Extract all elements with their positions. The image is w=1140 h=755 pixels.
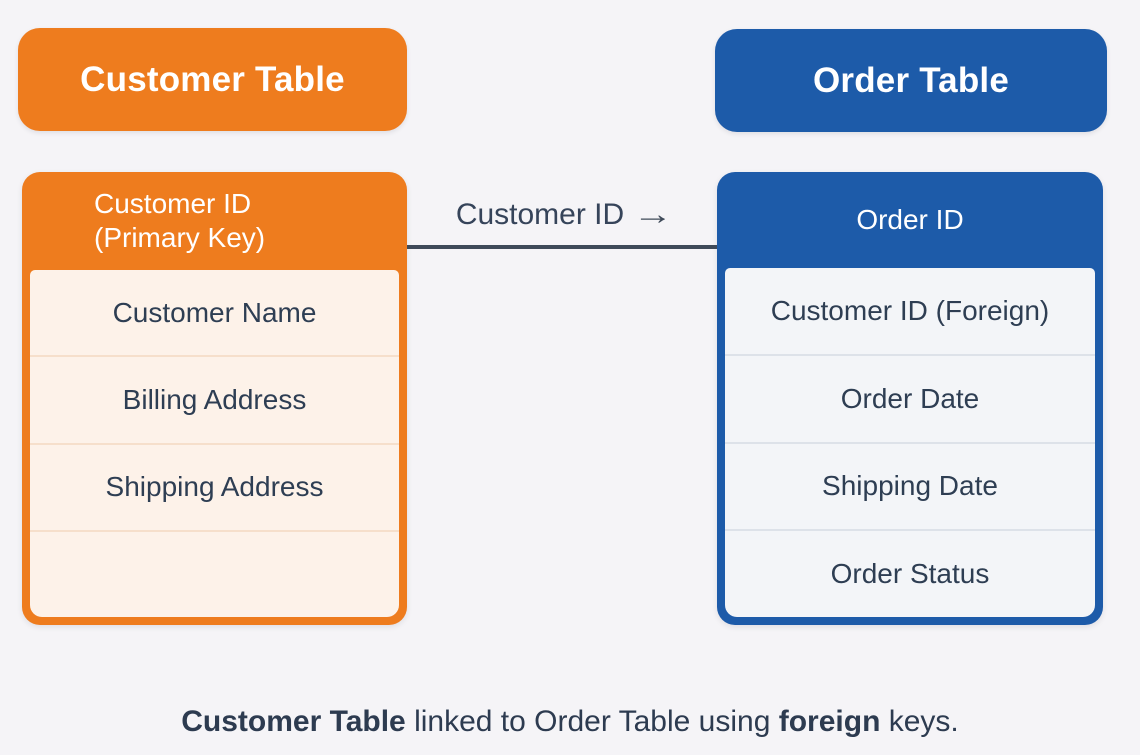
order-table-row: Order Status	[725, 529, 1095, 617]
customer-table-title: Customer Table	[80, 59, 345, 99]
order-table-row: Shipping Date	[725, 441, 1095, 530]
order-table-title: Order Table	[812, 60, 1010, 100]
order-table-body: Customer ID (Foreign) Order Date Shippin…	[725, 268, 1095, 617]
order-table-header: Order ID	[725, 172, 1095, 268]
order-table-row: Customer ID (Foreign)	[770, 294, 1050, 326]
relationship-label-text: Customer ID	[455, 198, 625, 231]
customer-table-row: Billing Address	[30, 355, 399, 442]
customer-table-header-line1: Customer ID	[94, 188, 252, 219]
caption-text-end: keys.	[880, 705, 959, 738]
arrow-right-icon: →	[632, 198, 674, 231]
caption-bold-customer-table: Customer Table	[181, 705, 406, 738]
customer-table-row-empty	[30, 529, 399, 617]
order-table-title-badge: Order Table	[715, 29, 1107, 132]
customer-table: Customer ID (Primary Key) Customer Name …	[22, 172, 407, 625]
caption: Customer Table linked to Order Table usi…	[0, 705, 1140, 739]
caption-text-middle: linked to Order Table using	[405, 705, 779, 738]
customer-table-body: Customer Name Billing Address Shipping A…	[30, 270, 399, 617]
customer-table-header: Customer ID (Primary Key)	[30, 172, 399, 270]
customer-table-header-line2: (Primary Key)	[94, 222, 266, 253]
caption-bold-foreign: foreign	[778, 705, 881, 738]
customer-table-title-badge: Customer Table	[18, 28, 407, 131]
customer-table-row: Customer Name	[112, 296, 317, 328]
order-table: Order ID Customer ID (Foreign) Order Dat…	[717, 172, 1103, 625]
customer-table-row: Shipping Address	[30, 442, 399, 530]
order-table-header-label: Order ID	[856, 204, 964, 235]
relationship-line	[407, 245, 717, 249]
order-table-row: Order Date	[725, 353, 1095, 442]
relationship-label: Customer ID→	[407, 198, 717, 232]
